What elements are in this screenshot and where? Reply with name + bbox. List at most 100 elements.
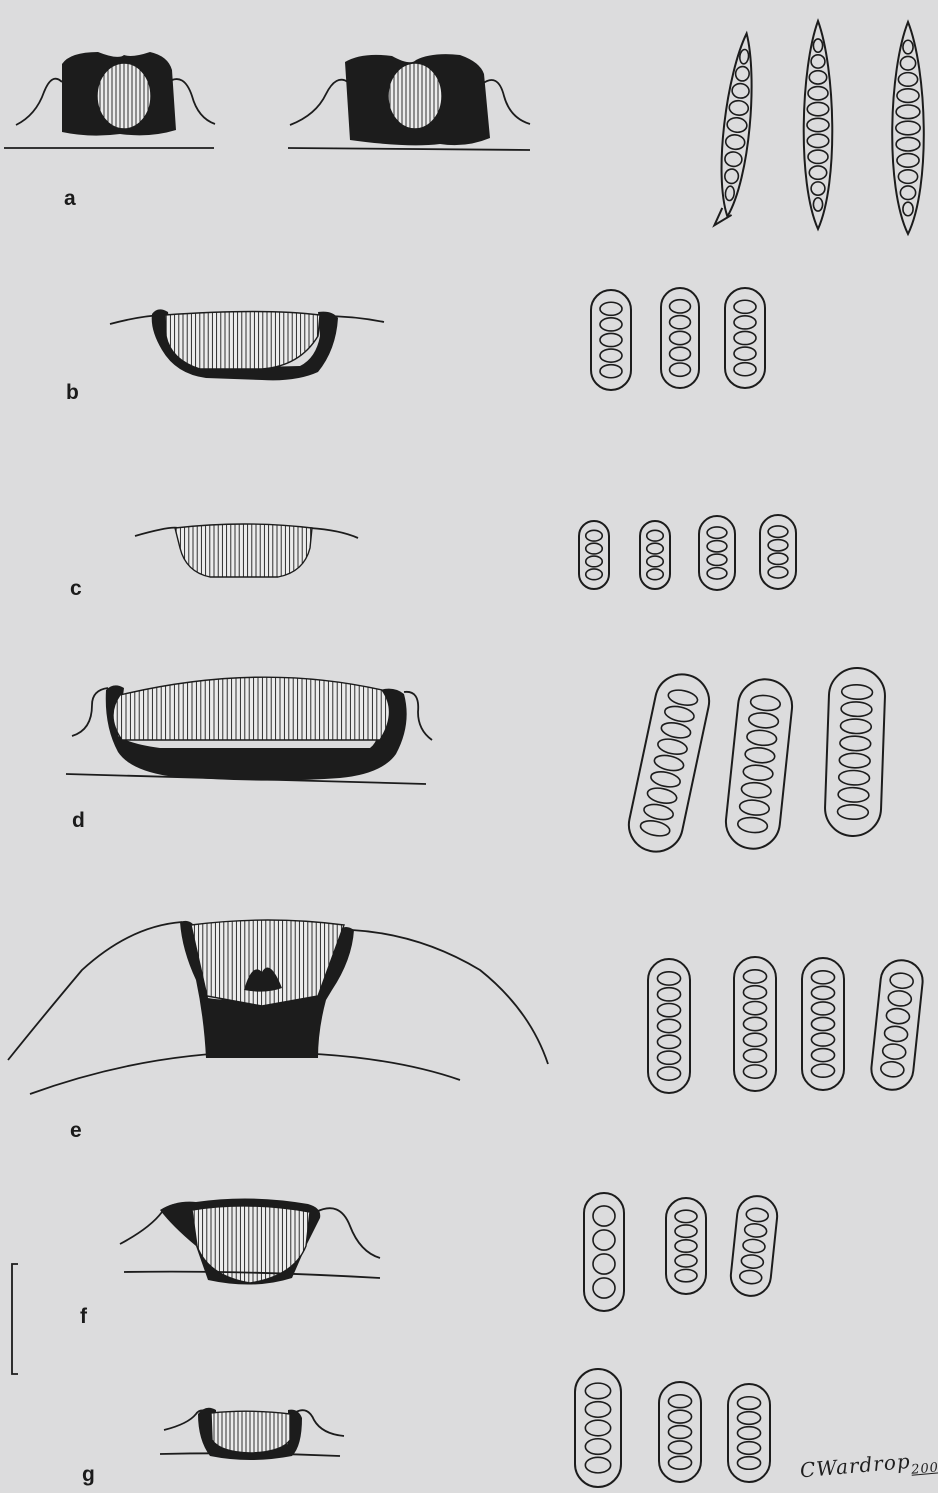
panel-g-section	[160, 1404, 344, 1460]
ascospore	[739, 1269, 762, 1284]
ascospore	[838, 770, 869, 785]
ascus	[661, 288, 699, 388]
ascospore	[811, 1049, 834, 1062]
ascospore	[807, 118, 829, 131]
ascospore	[585, 1420, 610, 1436]
ascus	[892, 22, 924, 234]
ascospore	[675, 1269, 697, 1281]
ascospore	[898, 73, 917, 87]
ascospore	[647, 530, 664, 541]
ascospore	[898, 170, 917, 184]
ascospore	[896, 105, 920, 119]
ascospore	[809, 166, 826, 179]
panel-label-d: d	[72, 810, 85, 831]
ascospore	[897, 89, 919, 103]
ascospore	[811, 1002, 834, 1015]
ascospore	[707, 554, 727, 565]
ascus	[648, 959, 690, 1093]
panel-f-section	[120, 1196, 380, 1288]
ascospore	[657, 972, 680, 985]
ascus	[728, 1384, 770, 1482]
ascus-wall	[802, 958, 844, 1090]
ascospore	[724, 168, 739, 184]
ascospore	[741, 781, 772, 799]
ascospore	[593, 1254, 615, 1274]
ascus	[584, 1193, 624, 1311]
ascospore	[647, 556, 664, 567]
ascus	[760, 515, 796, 589]
ascospore	[737, 1397, 760, 1410]
ascospore	[647, 569, 664, 580]
ascospore	[837, 804, 868, 819]
ascus-wall	[715, 32, 760, 218]
ascus-wall	[575, 1369, 621, 1487]
ascospore	[813, 198, 822, 211]
ascus	[640, 521, 670, 589]
ascus	[699, 516, 735, 590]
panel-e-section	[8, 910, 548, 1094]
signature-year: 2000	[911, 1460, 938, 1478]
ascospore	[768, 540, 788, 551]
ascospore	[734, 331, 756, 344]
ascus	[666, 1198, 706, 1294]
ascospore	[734, 300, 756, 313]
ascospore	[585, 1457, 610, 1473]
ascospore	[675, 1210, 697, 1222]
ascospore	[668, 1410, 691, 1423]
ascospore	[743, 1065, 766, 1078]
ascus-wall	[659, 1382, 701, 1482]
ascospore	[657, 988, 680, 1001]
ascospore	[882, 1043, 907, 1060]
ascospore	[900, 56, 915, 70]
ascospore	[593, 1230, 615, 1250]
ascospore	[744, 746, 775, 764]
ascus-wall	[584, 1193, 624, 1311]
panel-d-hymenium-lines	[104, 660, 394, 748]
ascospore	[743, 764, 774, 782]
ascospore	[897, 154, 919, 168]
ascospore	[886, 1007, 911, 1024]
ascospore	[656, 737, 688, 757]
ascospore	[675, 1225, 697, 1237]
ascospore	[808, 150, 828, 163]
ascospore	[903, 202, 913, 216]
ascospore	[734, 363, 756, 376]
ascus	[714, 32, 760, 228]
ascospore	[585, 1383, 610, 1399]
ascospore	[735, 66, 750, 82]
ascospore	[768, 526, 788, 537]
ascospore	[884, 1025, 909, 1042]
ascospore	[768, 553, 788, 564]
panel-a-section-left	[4, 52, 215, 148]
ascospore	[667, 688, 699, 708]
ascospore	[750, 694, 781, 712]
ascospore	[647, 543, 664, 554]
panel-c-section	[135, 516, 358, 582]
panel-label-f: f	[80, 1306, 87, 1327]
ascospore	[668, 1441, 691, 1454]
ascospore	[670, 331, 691, 344]
ascus-wall	[661, 288, 699, 388]
panel-label-c: c	[70, 578, 82, 599]
ascospore	[675, 1255, 697, 1267]
ascospore	[668, 1426, 691, 1439]
ascospore	[731, 83, 749, 99]
ascospore	[726, 117, 747, 133]
ascospore	[737, 1442, 760, 1455]
ascospore	[746, 729, 777, 747]
ascospore	[657, 1067, 680, 1080]
ascospore	[838, 787, 869, 802]
ascus	[659, 1382, 701, 1482]
ascospore	[813, 39, 822, 52]
ascospore	[743, 1017, 766, 1030]
ascospore	[809, 71, 826, 84]
ascospore	[729, 100, 749, 116]
ascospore	[600, 333, 622, 346]
ascus	[579, 521, 609, 589]
scale-bar	[12, 1264, 18, 1374]
ascospore	[600, 318, 622, 331]
ascospore	[739, 49, 749, 64]
ascospore	[724, 151, 742, 167]
ascospore	[670, 316, 691, 329]
